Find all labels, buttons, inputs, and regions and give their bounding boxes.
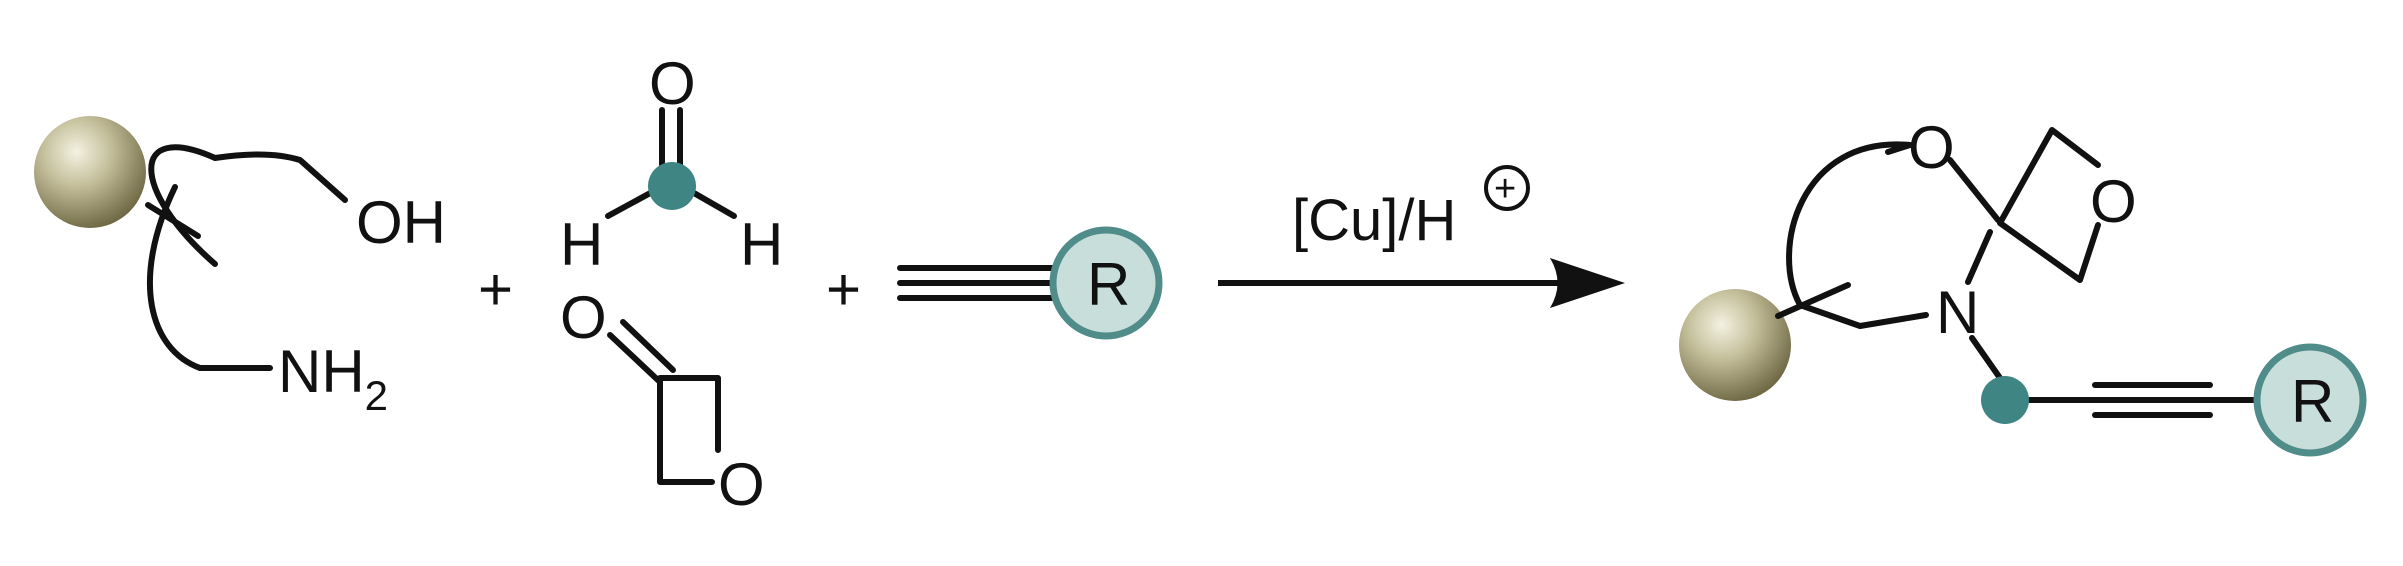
r-group-icon: [1049, 226, 1163, 340]
arrowhead-icon: [1550, 258, 1625, 308]
product-support-bond: [1775, 282, 1851, 319]
ketone-double-bond-a: [607, 332, 663, 385]
ketone-double-bond-b: [620, 319, 676, 373]
substrate-sphere-icon: [34, 116, 146, 228]
backbone-bond: [148, 144, 348, 267]
alkyne-reactant: R: [897, 226, 1163, 340]
circled-plus-icon: +: [1484, 165, 1530, 211]
conditions-label: [Cu]/H: [1292, 188, 1456, 253]
plus-sign-2: +: [826, 256, 861, 323]
product-ring-o-label: O: [1908, 114, 1955, 181]
oxetanone-ring-o-label: O: [718, 451, 765, 518]
n-to-spiro-bond: [1965, 229, 1993, 285]
product-substrate-sphere-icon: [1679, 289, 1791, 401]
oxetanone-reactant: O O: [560, 284, 765, 518]
backbone-lower-bond: [146, 184, 273, 371]
amino-alcohol-reactant: OH NH2: [34, 116, 446, 419]
plus-sign-1: +: [478, 256, 513, 323]
product-r-label: R: [2291, 368, 2334, 435]
reaction-arrow-group: [Cu]/H +: [1218, 165, 1625, 308]
methylene-carbon-icon: [648, 162, 696, 210]
oxetane-ring-bonds: [657, 375, 721, 485]
product-n-label: N: [1936, 279, 1979, 346]
formaldehyde-h-left-label: H: [560, 211, 603, 278]
support-attachment-bond: [145, 202, 201, 239]
product-oxetane-o-label: O: [2090, 168, 2137, 235]
product: O O N R: [1679, 114, 2367, 457]
formaldehyde-h-right-label: H: [740, 211, 783, 278]
amine-label: NH2: [278, 338, 388, 419]
conditions-charge-label: +: [1494, 168, 1516, 210]
oxetanone-carbonyl-o-label: O: [560, 284, 607, 351]
alkyne-r-label: R: [1087, 251, 1130, 318]
product-r-group-icon: [2253, 343, 2367, 457]
ring-o-to-spiro-bond: [1947, 157, 2001, 223]
product-methylene-carbon-icon: [1981, 376, 2029, 424]
hydroxyl-label: OH: [356, 189, 446, 256]
oxetane-ring-bonds: [1997, 127, 2101, 283]
product-ring-backbone: [1786, 141, 1929, 329]
n-to-methylene-bond: [1969, 335, 2003, 381]
formaldehyde-reactant: O H H: [560, 50, 783, 278]
formaldehyde-o-label: O: [649, 50, 696, 117]
